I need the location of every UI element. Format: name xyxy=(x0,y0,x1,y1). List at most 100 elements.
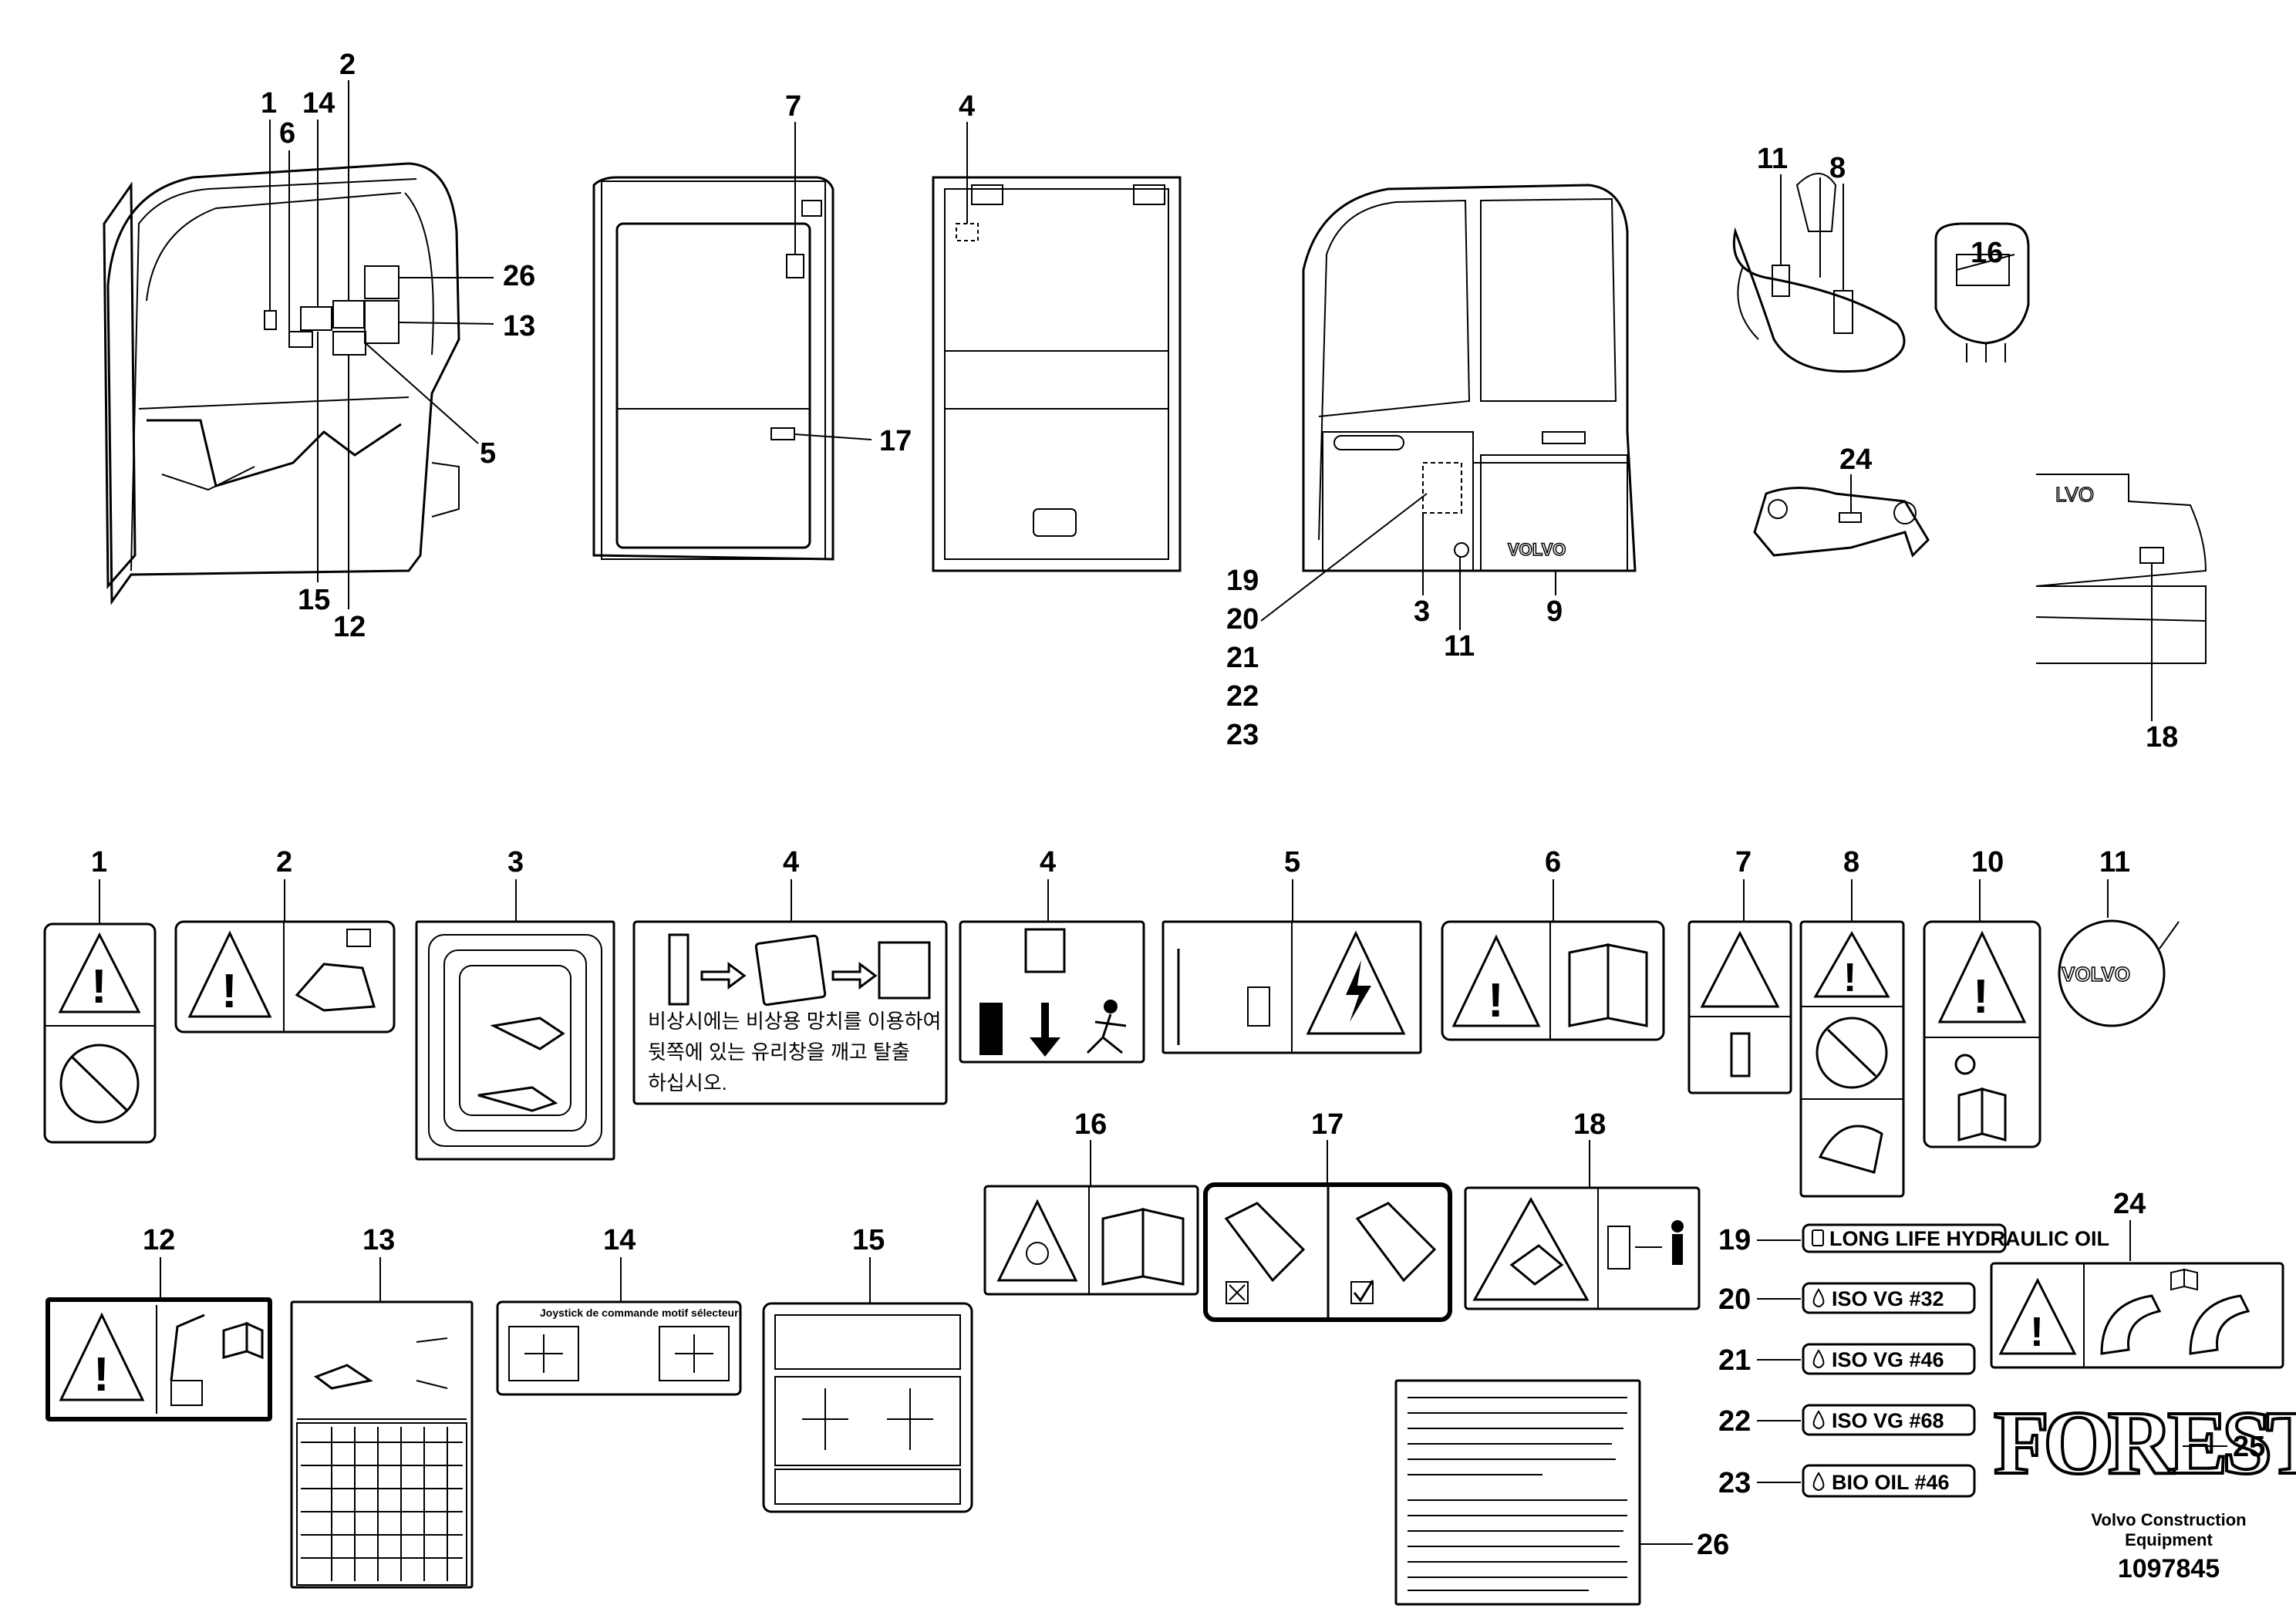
counterweight-illustration: LVO xyxy=(2035,474,2207,664)
decal-row-2: 16 17 18 12 ! xyxy=(46,1108,1701,1589)
decal-10 xyxy=(1923,920,2041,1148)
callout-1: 1 xyxy=(261,87,277,120)
decal-23-label: 23 xyxy=(1718,1467,1751,1499)
callout-17: 17 xyxy=(879,425,912,457)
decal-8 xyxy=(1799,920,1905,1198)
callout-14: 14 xyxy=(302,87,335,120)
decal-7-label: 7 xyxy=(1735,846,1752,878)
callout-24: 24 xyxy=(1839,443,1872,476)
decal-13-label: 13 xyxy=(362,1224,395,1256)
decal-4-text-1: 비상시에는 비상용 망치를 이용하여 xyxy=(648,1010,941,1033)
decal-18 xyxy=(1464,1186,1701,1310)
svg-text:!: ! xyxy=(1973,970,1989,1023)
callout-11-door: 11 xyxy=(1444,630,1475,663)
decal-4a-label: 4 xyxy=(783,846,799,878)
oil-label-20 xyxy=(1802,1282,1976,1314)
decal-18-label: 18 xyxy=(1573,1108,1606,1141)
decal-4-text-3: 하십시오. xyxy=(648,1071,727,1094)
decal-12-label: 12 xyxy=(143,1224,175,1256)
decal-4-text-2: 뒷쪽에 있는 유리창을 깨고 탈출 xyxy=(648,1040,910,1064)
callout-26: 26 xyxy=(503,260,535,292)
decal-row-1: 1 ! 2 ! 3 4 비상시에는 비상용 망치를 이용하여 xyxy=(43,846,2180,1198)
callout-15: 15 xyxy=(298,584,330,616)
oil-label-23-text: BIO OIL #46 xyxy=(1832,1471,1950,1494)
cab-back-panel xyxy=(932,176,1182,572)
svg-text:!: ! xyxy=(221,965,238,1018)
decal-20-label: 20 xyxy=(1718,1283,1751,1316)
decal-17-label: 17 xyxy=(1311,1108,1344,1141)
decal-2-label: 2 xyxy=(276,846,292,878)
decal-3-label: 3 xyxy=(507,846,524,878)
decal-4-korean xyxy=(632,920,948,1105)
callout-11-joystick: 11 xyxy=(1757,143,1788,175)
callout-19: 19 xyxy=(1226,565,1259,597)
oil-label-20-text: ISO VG #32 xyxy=(1832,1287,1944,1310)
decal-4b-label: 4 xyxy=(1040,846,1056,878)
decal-11-label: 11 xyxy=(2099,846,2130,878)
svg-text:!: ! xyxy=(2030,1309,2044,1355)
oil-label-23 xyxy=(1802,1464,1976,1498)
callout-5: 5 xyxy=(480,437,496,470)
callout-21: 21 xyxy=(1226,642,1259,674)
cab-door-view: VOLVO xyxy=(1302,184,1637,572)
callout-12: 12 xyxy=(333,611,366,643)
decal-11-volvo-badge xyxy=(2058,919,2166,1027)
decal-22-label: 22 xyxy=(1718,1405,1751,1438)
decal-11-volvo-text: VOLVO xyxy=(2062,963,2130,986)
footer-company-line1: Volvo Construction xyxy=(2091,1510,2246,1529)
decal-13 xyxy=(290,1300,474,1589)
svg-text:!: ! xyxy=(1843,956,1856,1000)
oil-label-19-text: LONG LIFE HYDRAULIC OIL xyxy=(1829,1227,2109,1250)
decal-25-label: 25 xyxy=(2233,1431,2265,1463)
callout-8: 8 xyxy=(1829,152,1846,184)
callout-4: 4 xyxy=(959,90,975,123)
decal-4-pictogram xyxy=(959,920,1145,1064)
joystick-illustration xyxy=(1732,173,1906,373)
oil-label-22-text: ISO VG #68 xyxy=(1832,1409,1944,1432)
decal-26-label: 26 xyxy=(1697,1529,1729,1561)
decal-14 xyxy=(496,1300,742,1396)
decal-16 xyxy=(983,1185,1199,1296)
decal-15-label: 15 xyxy=(852,1224,885,1256)
decal-3 xyxy=(415,920,615,1161)
callout-20: 20 xyxy=(1226,603,1259,636)
footer-company-line2: Equipment xyxy=(2125,1530,2213,1549)
top-callouts: 1 14 2 6 26 13 5 15 12 7 17 4 11 8 16 24… xyxy=(261,49,2178,754)
svg-text:!: ! xyxy=(1488,974,1504,1027)
decal-26-card xyxy=(1394,1379,1641,1606)
counterweight-logo: LVO xyxy=(2055,483,2094,506)
decal-6-label: 6 xyxy=(1545,846,1561,878)
callout-13: 13 xyxy=(503,310,535,342)
callout-6: 6 xyxy=(279,117,295,150)
decal-14-label: 14 xyxy=(603,1224,636,1256)
decal-24-label: 24 xyxy=(2113,1188,2146,1220)
decal-12 xyxy=(46,1297,272,1421)
callout-2: 2 xyxy=(339,49,356,81)
decal-14-title: Joystick de commande motif sélecteur xyxy=(540,1307,739,1319)
oil-labels: 19 LONG LIFE HYDRAULIC OIL 20 ISO VG #32… xyxy=(1718,1223,2109,1499)
footer-doc-id: 1097845 xyxy=(2118,1554,2220,1583)
decal-26: 26 xyxy=(1394,1379,1729,1606)
callout-7: 7 xyxy=(785,90,801,123)
callout-18: 18 xyxy=(2146,721,2178,754)
decal-1-label: 1 xyxy=(91,846,107,878)
decal-16-label: 16 xyxy=(1074,1108,1107,1141)
oil-label-19 xyxy=(1802,1223,2007,1253)
decal-1 xyxy=(43,922,157,1144)
callout-9: 9 xyxy=(1546,595,1563,628)
decal-21-label: 21 xyxy=(1718,1344,1751,1377)
callout-22: 22 xyxy=(1226,680,1259,713)
decal-24-25: 24 ! FOREST 25 xyxy=(1990,1188,2296,1495)
decal-24 xyxy=(1990,1262,2284,1369)
cab-rear-view xyxy=(592,176,834,561)
callout-16: 16 xyxy=(1971,237,2003,269)
decal-25-forest: FOREST xyxy=(1994,1392,2296,1493)
svg-text:!: ! xyxy=(91,960,107,1013)
decal-15 xyxy=(762,1302,973,1513)
callout-23: 23 xyxy=(1226,719,1259,751)
cab-side-view xyxy=(103,162,460,605)
decal-5-label: 5 xyxy=(1284,846,1300,878)
oil-label-21-text: ISO VG #46 xyxy=(1832,1348,1944,1371)
decal-19-label: 19 xyxy=(1718,1224,1751,1256)
